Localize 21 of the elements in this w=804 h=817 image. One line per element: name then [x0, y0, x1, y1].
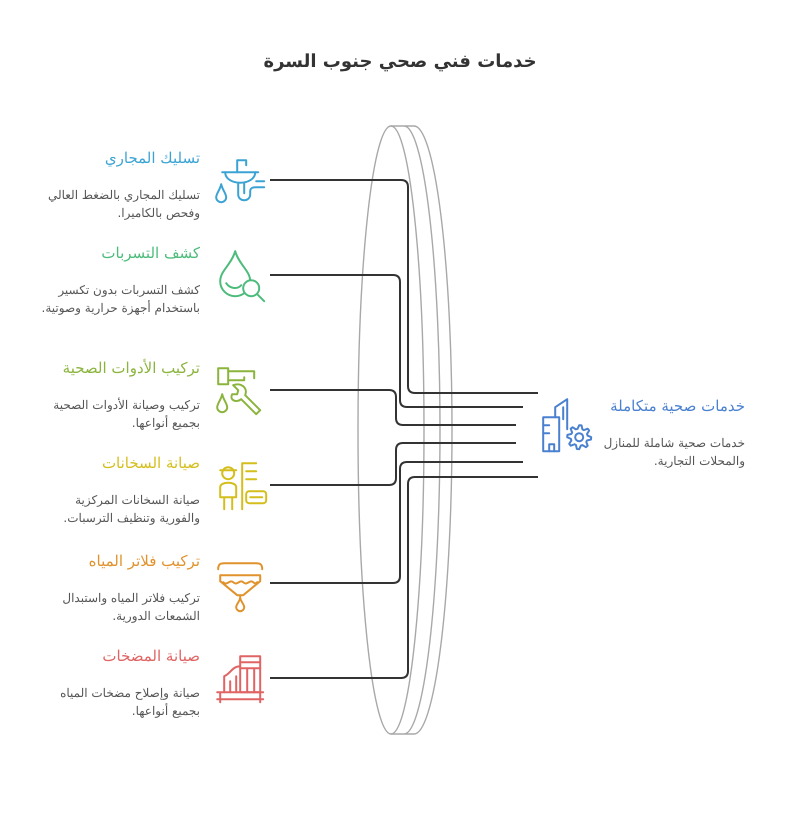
heading: تركيب الأدوات الصحية: [62, 358, 200, 378]
description: كشف التسربات بدون تكسير باستخدام أجهزة حرارية وصوتية.: [40, 282, 200, 317]
heading: صيانة السخانات: [100, 453, 200, 473]
connector-line: [270, 274, 523, 408]
description: تركيب فلاتر المياه واستبدال الشمعات الدورية.: [61, 590, 200, 625]
connector-line: [270, 179, 538, 394]
description: تركيب وصيانة الأدوات الصحية بجميع أنواعها.: [52, 396, 200, 432]
description: خدمات صحية شاملة للمنازل والمحلات التجارية.: [602, 435, 745, 470]
heading: كشف التسربات: [100, 243, 200, 263]
connector-line: [270, 442, 516, 486]
description: صيانة وإصلاح مضخات المياه بجميع أنواعها.: [59, 685, 200, 720]
connector-line: [270, 476, 538, 679]
description: تسليك المجاري بالضغط العالي وفحص بالكاميرا.: [46, 187, 200, 222]
heading: تسليك المجاري: [104, 148, 200, 168]
title: خدمات فني صحي جنوب السرة: [263, 50, 537, 74]
heading: خدمات صحية متكاملة: [609, 396, 745, 416]
heading: صيانة المضخات: [101, 646, 200, 666]
description: صيانة السخانات المركزية والفورية وتنظيف الترسبات.: [62, 492, 200, 527]
connector-line: [270, 461, 523, 584]
heading: تركيب فلاتر المياه: [88, 551, 200, 571]
connector-line: [270, 389, 516, 426]
